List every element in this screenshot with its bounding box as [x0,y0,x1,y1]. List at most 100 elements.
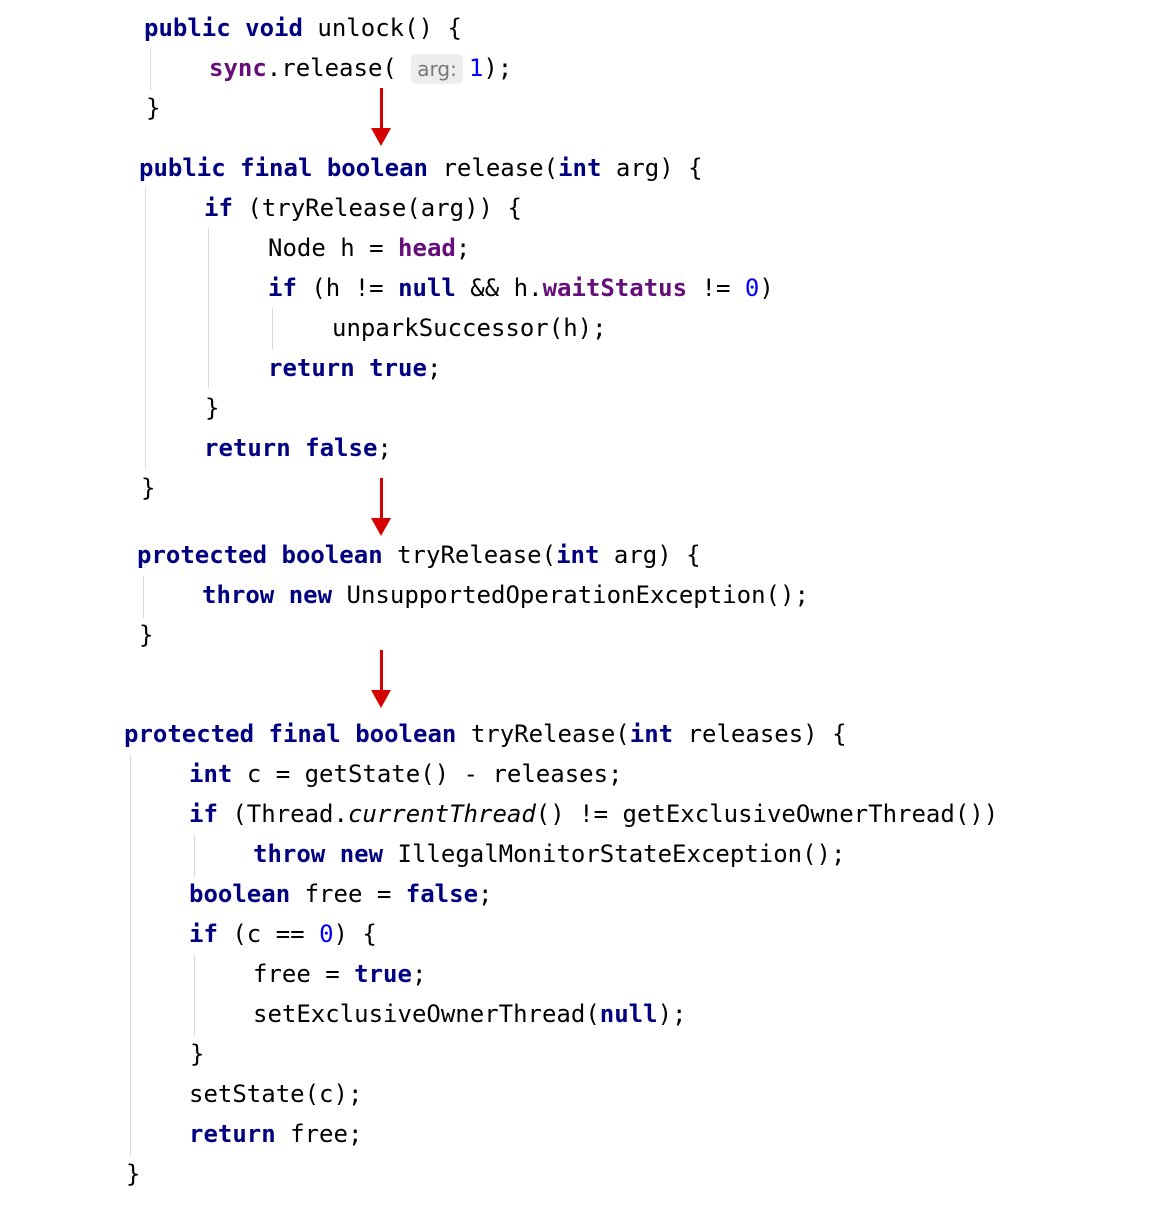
code-line: unparkSuccessor(h); [332,308,607,348]
code-text: != [687,274,745,302]
keyword: int [189,760,233,788]
code-text: free = [304,880,406,908]
indent-guide [194,955,195,1035]
field-name: sync [209,54,267,82]
code-line: public void unlock() { [144,8,462,48]
code-text: free = [253,960,355,988]
code-line: setExclusiveOwnerThread(null); [253,994,686,1034]
code-text: ; [455,234,471,262]
code-line: protected boolean tryRelease(int arg) { [137,535,701,575]
code-text: (tryRelease(arg)) { [247,194,522,222]
keyword: final [240,154,313,182]
keyword: new [339,840,384,868]
field-name: waitStatus [542,274,688,302]
code-text: } [126,1160,141,1188]
field-name: head [398,234,456,262]
down-arrow-icon [371,478,391,538]
code-line: if (Thread.currentThread() != getExclusi… [189,794,998,834]
keyword: if [189,920,218,948]
code-text: Node h = [268,234,399,262]
code-text: unparkSuccessor(h); [332,314,607,342]
down-arrow-icon [371,88,391,148]
code-line: return free; [189,1114,362,1154]
keyword: final [268,720,341,748]
keyword: false [305,434,378,462]
number-literal: 1 [468,54,484,82]
code-line: boolean free = false; [189,874,492,914]
code-text: ) { [333,920,377,948]
code-line: throw new IllegalMonitorStateException()… [253,834,845,874]
indent-guide [272,308,273,350]
code-text: (c == [232,920,320,948]
code-text: arg) { [613,541,701,569]
code-text: ; [478,880,493,908]
keyword: return [189,1120,276,1148]
indent-guide [208,228,209,388]
keyword: return [204,434,291,462]
keyword: boolean [355,720,457,748]
code-line: return true; [268,348,441,388]
code-text: (h != [311,274,399,302]
code-text: free; [290,1120,363,1148]
code-text: setState(c); [189,1080,363,1108]
code-text: setExclusiveOwnerThread( [253,1000,600,1028]
code-text: release( [442,154,559,182]
code-line: int c = getState() - releases; [189,754,623,794]
code-text: } [139,621,154,649]
code-line: } [141,468,155,508]
keyword: public [144,14,231,42]
code-text: && h. [455,274,543,302]
code-text: UnsupportedOperationException(); [346,581,809,609]
code-line: free = true; [253,954,426,994]
code-text: ); [657,1000,687,1028]
parameter-hint: arg: [411,54,463,84]
code-text: } [141,474,156,502]
number-literal: 0 [319,920,334,948]
keyword: protected [137,541,268,569]
keyword: null [398,274,456,302]
indent-guide [143,576,144,618]
code-line: throw new UnsupportedOperationException(… [202,575,809,615]
code-line: } [205,388,219,428]
code-text: ; [377,434,392,462]
code-line: if (c == 0) { [189,914,377,954]
indent-guide [150,48,151,90]
code-text: unlock() { [317,14,462,42]
number-literal: 0 [744,274,760,302]
keyword: throw [253,840,326,868]
keyword: false [405,880,479,908]
keyword: boolean [326,154,429,182]
code-text: } [146,94,161,122]
keyword: boolean [281,541,383,569]
static-method-name: currentThread [347,800,536,828]
keyword: int [558,154,602,182]
keyword: int [629,720,674,748]
code-text: () != getExclusiveOwnerThread()) [535,800,999,828]
code-text: tryRelease( [470,720,630,748]
code-line: setState(c); [189,1074,362,1114]
code-text: .release( [266,54,397,82]
code-line: } [190,1034,204,1074]
code-text: ; [411,960,427,988]
code-text: (Thread. [232,800,348,828]
code-text: } [205,394,220,422]
code-line: if (tryRelease(arg)) { [204,188,522,228]
keyword: if [268,274,297,302]
code-line: } [146,88,160,128]
keyword: void [245,14,303,42]
keyword: null [599,1000,658,1028]
indent-guide [194,835,195,877]
code-text: c = getState() - releases; [246,760,623,788]
code-line: } [126,1154,140,1194]
keyword: return [268,354,355,382]
code-line: Node h = head; [268,228,470,268]
code-text: releases) { [687,720,847,748]
code-line: } [139,615,153,655]
code-text: ); [483,54,513,82]
indent-guide [130,755,131,1155]
keyword: int [556,541,600,569]
code-line: protected final boolean tryRelease(int r… [124,714,847,754]
code-text: arg) { [615,154,703,182]
keyword: protected [124,720,255,748]
code-line: public final boolean release(int arg) { [139,148,703,188]
